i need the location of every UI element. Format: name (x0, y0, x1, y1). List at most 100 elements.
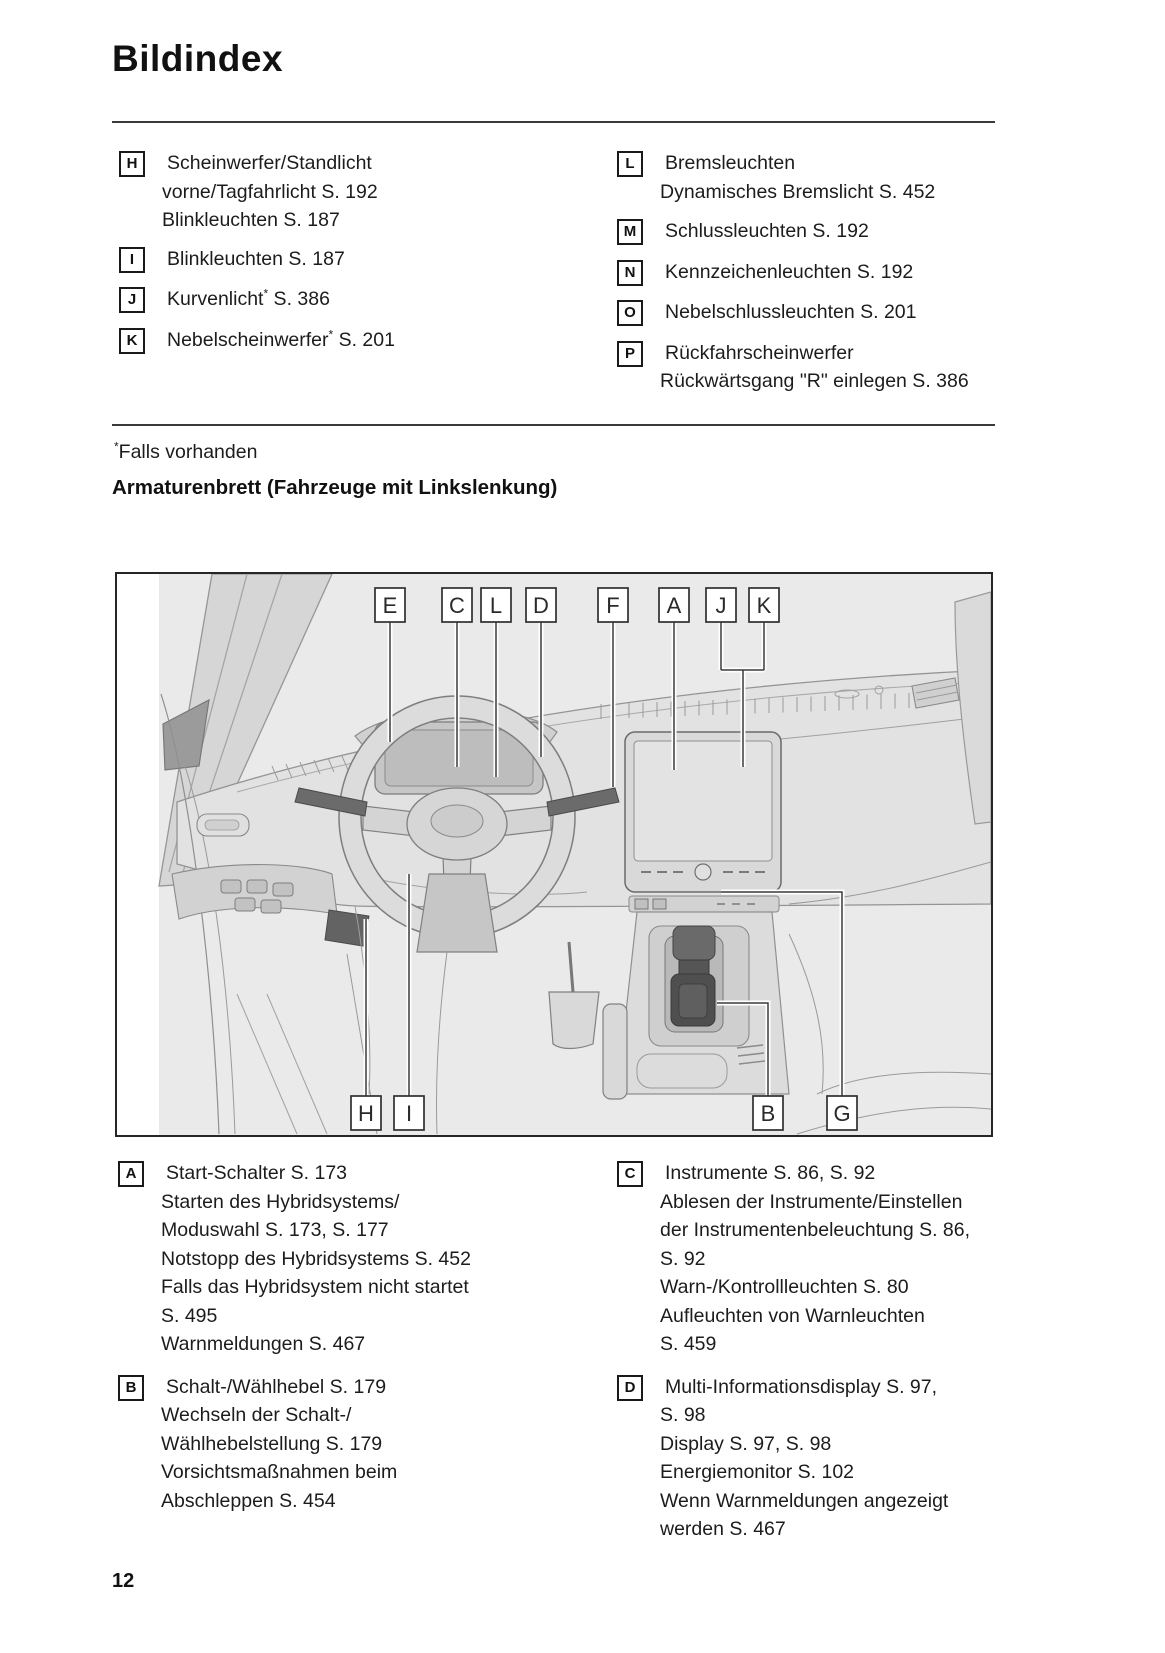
item-line: S. 92 (660, 1247, 706, 1270)
item-line: Warnmeldungen S. 467 (161, 1333, 366, 1355)
footnote-marker: * (114, 439, 119, 454)
callout-box (480, 587, 512, 623)
item-line: Blinkleuchten S. 187 (162, 209, 340, 231)
item-key-box: H (119, 151, 145, 177)
item-line: Wenn Warnmeldungen angezeigt (660, 1489, 949, 1512)
index-item-j: J Kurvenlicht* S. 386 (119, 285, 599, 314)
accelerator-pedal (602, 1003, 628, 1100)
item-key-box: M (617, 219, 643, 245)
item-line: Start-Schalter S. 173 (166, 1162, 348, 1184)
index-item-m: M Schlussleuchten S. 192 (617, 217, 1007, 246)
item-line: S. 495 (161, 1304, 218, 1327)
index-item-d: D Multi-Informationsdisplay S. 97, S. 98… (617, 1373, 1012, 1544)
callout-letter: L (490, 593, 502, 618)
item-line: der Instrumentenbeleuchtung S. 86, (660, 1219, 971, 1241)
turn-signal-stalk (294, 787, 368, 817)
item-line: Rückfahrscheinwerfer (665, 341, 854, 364)
item-key-box: K (119, 327, 145, 354)
item-key-box: A (118, 1161, 144, 1187)
item-line: S. 98 (660, 1404, 706, 1426)
callout-letter: J (716, 593, 727, 618)
dashboard-illustration: E C L D F A J K H I B G (158, 574, 991, 1135)
window-switches (220, 879, 294, 914)
gear-shifter (670, 925, 716, 1027)
wiper-stalk (546, 787, 620, 817)
item-key-box: I (119, 246, 145, 273)
side-air-vent (911, 677, 960, 709)
item-line: Kurvenlicht* S. 386 (167, 286, 330, 311)
index-item-k: K Nebelscheinwerfer* S. 201 (119, 326, 599, 355)
callout-letter: I (406, 1101, 412, 1126)
item-line: Nebelschlussleuchten S. 201 (665, 301, 917, 323)
index-item-h: H Scheinwerfer/Standlicht vorne/Tagfahrl… (119, 149, 599, 235)
callout-box (752, 1095, 784, 1131)
item-line: Vorsichtsmaßnahmen beim (161, 1461, 398, 1483)
callout-box (705, 587, 737, 623)
pedals (548, 941, 628, 1100)
door-pocket (324, 909, 370, 947)
callout-letter: G (833, 1101, 850, 1126)
steering-column (416, 873, 498, 953)
item-key-box: P (617, 340, 643, 367)
index-item-i: I Blinkleuchten S. 187 (119, 245, 599, 274)
item-line: Instrumente S. 86, S. 92 (665, 1162, 876, 1184)
divider-top (112, 121, 995, 123)
item-line: Abschleppen S. 454 (161, 1489, 336, 1512)
bottom-index-left-column: A Start-Schalter S. 173 Starten des Hybr… (118, 1159, 603, 1527)
top-index-right-column: L Bremsleuchten Dynamisches Bremslicht S… (617, 149, 1007, 408)
item-key-box: D (617, 1374, 643, 1401)
callout-boxes: E C L D F A J K H I B G (350, 587, 858, 1131)
console-buttons (736, 1044, 766, 1065)
callout-box (350, 1095, 382, 1131)
index-item-n: N Kennzeichenleuchten S. 192 (617, 258, 1007, 287)
item-line: Display S. 97, S. 98 (660, 1432, 832, 1455)
side-mirror (162, 698, 210, 771)
steering-wheel (294, 695, 620, 953)
index-item-l: L Bremsleuchten Dynamisches Bremslicht S… (617, 149, 1007, 206)
page-title: Bildindex (112, 38, 284, 79)
item-line: Schalt-/Wählhebel S. 179 (166, 1375, 387, 1398)
item-line: Blinkleuchten S. 187 (167, 247, 345, 270)
callout-box (658, 587, 690, 623)
bottom-index-right-column: C Instrumente S. 86, S. 92 Ablesen der I… (617, 1159, 1012, 1556)
item-line: Nebelscheinwerfer* S. 201 (167, 327, 395, 351)
item-line: Wählhebelstellung S. 179 (161, 1432, 383, 1455)
item-line: Starten des Hybridsystems/ (161, 1190, 400, 1213)
footnote: *Falls vorhanden (114, 439, 258, 464)
item-key-box: J (119, 287, 145, 313)
page-number: 12 (112, 1570, 135, 1592)
item-line: Rückwärtsgang "R" einlegen S. 386 (660, 370, 969, 392)
top-index-left-column: H Scheinwerfer/Standlicht vorne/Tagfahrl… (119, 149, 599, 366)
callout-letter: A (667, 593, 682, 618)
item-line: Moduswahl S. 173, S. 177 (161, 1219, 389, 1241)
item-line: Ablesen der Instrumente/Einstellen (660, 1190, 963, 1213)
callout-box (374, 587, 406, 623)
item-line: Kennzeichenleuchten S. 192 (665, 260, 914, 283)
callout-letter: K (757, 593, 772, 618)
index-item-o: O Nebelschlussleuchten S. 201 (617, 298, 1007, 327)
dash-speaker (834, 689, 860, 699)
callout-box (748, 587, 780, 623)
footnote-marker: * (263, 286, 269, 301)
item-line: Schlussleuchten S. 192 (665, 220, 869, 242)
item-line: S. 459 (660, 1333, 717, 1355)
item-line: Dynamisches Bremslicht S. 452 (660, 180, 936, 203)
brake-pedal (548, 991, 600, 1050)
right-footwell (436, 951, 991, 1135)
item-key-box: C (617, 1161, 643, 1187)
item-line: vorne/Tagfahrlicht S. 192 (162, 180, 378, 203)
right-a-pillar (911, 591, 991, 825)
item-line: Falls das Hybridsystem nicht startet (161, 1276, 469, 1298)
callout-box (393, 1095, 425, 1131)
item-line: Wechseln der Schalt-/ (161, 1404, 352, 1426)
climate-control-strip (628, 895, 780, 913)
item-key-box: N (617, 259, 643, 286)
door-panel (160, 693, 378, 1135)
footnote-marker: * (328, 327, 334, 341)
callout-letter: E (383, 593, 398, 618)
item-line: Multi-Informationsdisplay S. 97, (665, 1375, 938, 1398)
item-line: Aufleuchten von Warnleuchten (660, 1304, 925, 1327)
divider-middle (112, 424, 995, 426)
callout-letter: F (606, 593, 619, 618)
